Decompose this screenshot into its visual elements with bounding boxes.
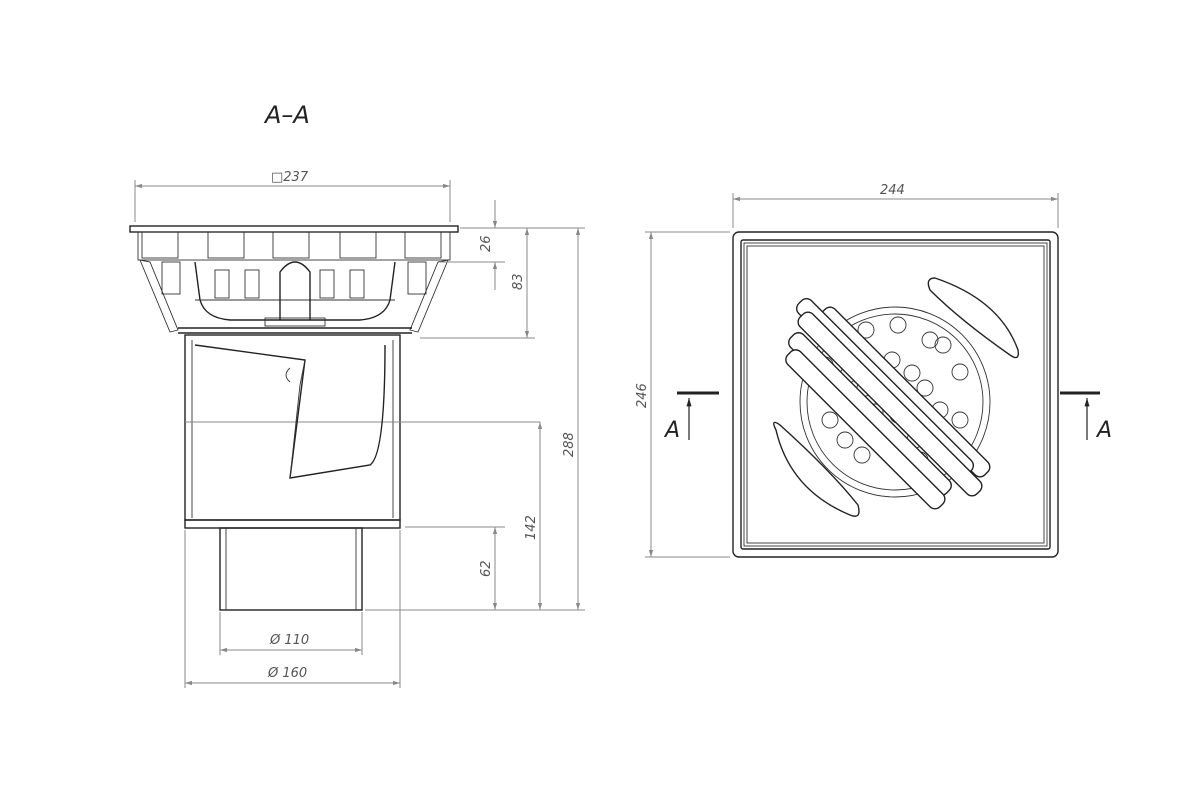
section-mark-left-label: A bbox=[663, 418, 680, 443]
odor-trap-flap bbox=[194, 344, 386, 479]
basket-handle bbox=[279, 261, 311, 320]
cone-wall-left bbox=[139, 259, 179, 333]
outlet-pipe bbox=[219, 527, 363, 611]
section-view bbox=[129, 225, 540, 611]
dim-plan-height: 246 bbox=[635, 383, 650, 408]
dim-pipe-height: 62 bbox=[479, 560, 494, 577]
plan-dimensions: 244 246 bbox=[635, 183, 1059, 558]
grate-outer-frame bbox=[732, 231, 1059, 558]
body bbox=[184, 334, 401, 521]
grate-flange bbox=[129, 225, 459, 233]
grate-body bbox=[137, 231, 451, 261]
section-dimensions: □237 26 83 288 142 62 Ø 110 Ø 160 bbox=[134, 170, 585, 688]
section-marker-left: A bbox=[663, 391, 719, 443]
dirt-basket bbox=[194, 261, 396, 321]
dim-outlet-height: 142 bbox=[524, 515, 539, 540]
bottom-flange bbox=[184, 519, 401, 529]
section-title: A–A bbox=[263, 101, 310, 129]
plan-view bbox=[732, 231, 1059, 558]
dim-upper-height: 83 bbox=[511, 273, 526, 290]
section-marker-right: A bbox=[1060, 391, 1112, 443]
grate-bars bbox=[785, 297, 991, 510]
dim-grate-height: 26 bbox=[479, 235, 494, 252]
dim-total-height: 288 bbox=[562, 432, 577, 457]
grate-ribs bbox=[141, 231, 442, 259]
dim-width-square: □237 bbox=[271, 170, 309, 185]
dim-body-diameter: Ø 160 bbox=[267, 666, 307, 681]
crescent-slot-top bbox=[927, 277, 1020, 359]
crescent-slot-bottom bbox=[773, 421, 860, 517]
dim-plan-width: 244 bbox=[880, 183, 905, 198]
dim-pipe-diameter: Ø 110 bbox=[269, 633, 309, 648]
strainer-ring bbox=[799, 306, 991, 498]
section-mark-right-label: A bbox=[1095, 418, 1112, 443]
cone-wall-right bbox=[409, 259, 449, 333]
